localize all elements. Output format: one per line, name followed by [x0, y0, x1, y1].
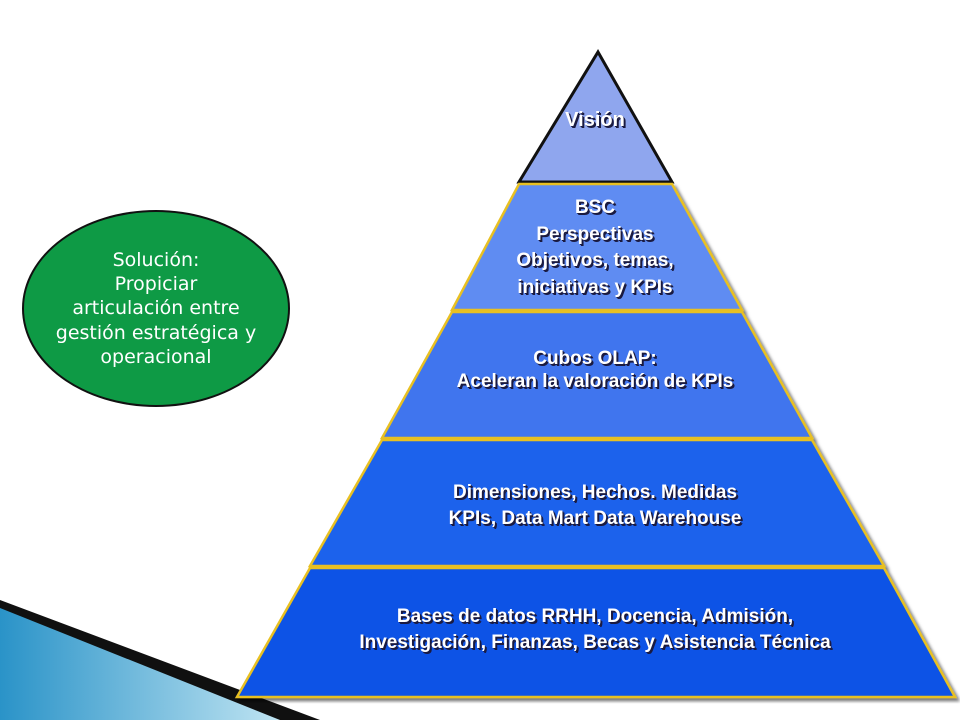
solution-line: Propiciar — [114, 273, 198, 296]
pyramid-tier-olap — [379, 310, 815, 440]
solution-line: operacional — [100, 345, 212, 368]
tier-label-olap: Cubos OLAP: Aceleran la valoración de KP… — [380, 348, 810, 394]
tier-databases-line: Bases de datos RRHH, Docencia, Admisión, — [396, 606, 794, 627]
tier-bsc-line: BSC — [574, 197, 616, 218]
tier-olap-line: Aceleran la valoración de KPIs — [456, 370, 734, 392]
tier-label-vision: Visión — [520, 108, 670, 132]
tier-bsc-line: Objetivos, temas, — [516, 250, 674, 272]
pyramid-tier-vision — [516, 49, 675, 184]
tier-vision-line: Visión — [565, 109, 625, 131]
tier-olap-line: Cubos OLAP: — [533, 348, 657, 369]
tier-label-dimensions: Dimensiones, Hechos. Medidas KPIs, Data … — [320, 480, 870, 531]
pyramid-tier-databases — [234, 566, 958, 699]
tier-label-databases: Bases de datos RRHH, Docencia, Admisión,… — [250, 604, 940, 655]
corner-swoosh-teal — [0, 608, 280, 720]
tier-bsc-line: Perspectivas — [536, 223, 654, 245]
tier-dimensions-line: KPIs, Data Mart Data Warehouse — [448, 507, 742, 529]
pyramid-tier-bsc — [449, 182, 745, 312]
solution-line: Solución: — [112, 248, 200, 271]
solution-ellipse: Solución: Propiciar articulación entre g… — [22, 210, 290, 407]
solution-line: gestión estratégica y — [55, 321, 257, 344]
tier-label-bsc: BSC Perspectivas Objetivos, temas, inici… — [450, 195, 740, 301]
pyramid-tier-dimensions — [307, 438, 887, 568]
tier-dimensions-line: Dimensiones, Hechos. Medidas — [452, 482, 738, 503]
tier-bsc-line: iniciativas y KPIs — [517, 276, 673, 298]
tier-databases-line: Investigación, Finanzas, Becas y Asisten… — [359, 631, 831, 653]
solution-line: articulación entre — [72, 297, 240, 320]
